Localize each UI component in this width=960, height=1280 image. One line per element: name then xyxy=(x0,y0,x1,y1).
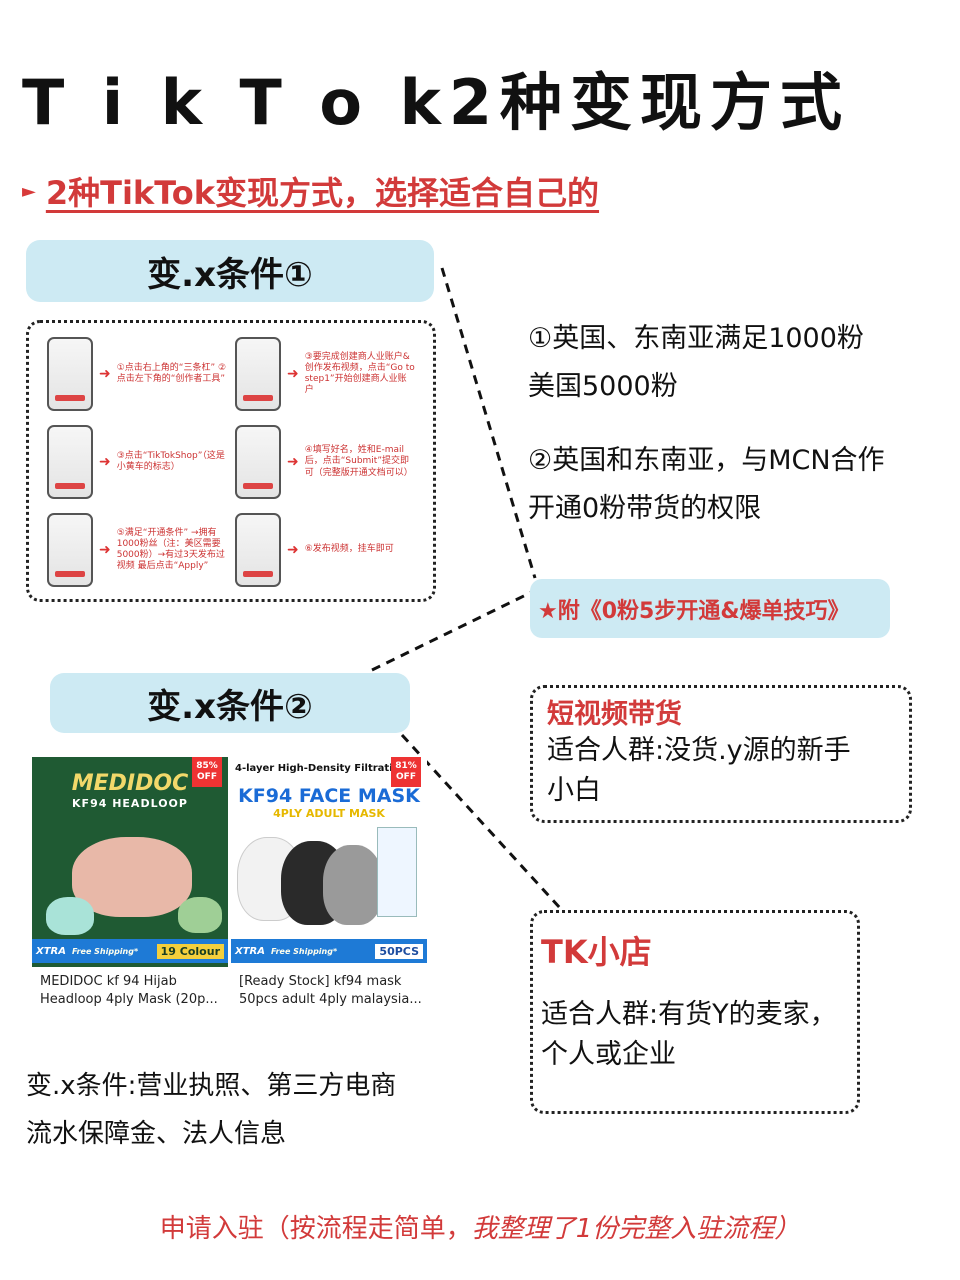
arrow-right-icon: ➜ xyxy=(287,454,299,470)
bonus-banner: ★附《0粉5步开通&爆单技巧》 xyxy=(530,579,890,638)
mask-shape xyxy=(178,897,222,933)
footer-part1: 申请入驻（按流程走简单， xyxy=(159,1214,472,1244)
phone-screenshot-icon xyxy=(235,337,281,411)
step-text: ⑥发布视频，挂车即可 xyxy=(304,544,394,555)
product-caption-line2: 50pcs adult 4ply malaysia... xyxy=(239,992,422,1007)
product-brand: MEDIDOC xyxy=(71,771,189,796)
step-item: ➜ ④填写好名，姓和E-mail后，点击“Submit”提交即可（完整版开通文档… xyxy=(235,425,415,499)
step-text: ③要完成创建商人业账户&创作发布视频，点击“Go to step1”开始创建商人… xyxy=(304,351,415,396)
product-image: 4-layer High-Density Filtratio KF94 FACE… xyxy=(231,757,427,967)
step-text: ③点击“TikTokShop”（这是小黄车的标志） xyxy=(116,450,225,472)
tk-shop-box: TK小店 适合人群:有货Y的麦家， 个人或企业 xyxy=(530,910,860,1114)
short-video-title: 短视频带货 xyxy=(547,699,682,730)
arrow-right-icon: ➜ xyxy=(99,366,111,382)
phone-screenshot-icon xyxy=(47,337,93,411)
phone-screenshot-icon xyxy=(235,513,281,587)
tk-shop-title: TK小店 xyxy=(541,933,652,971)
condition-2-requirements: 变.x条件:营业执照、第三方电商 流水保障金、法人信息 xyxy=(26,1071,397,1149)
product-image: MEDIDOC KF94 HEADLOOP 85% OFF XTRA Free … xyxy=(32,757,228,967)
mask-shape xyxy=(46,897,94,935)
promo-extra: 19 Colour xyxy=(156,943,224,959)
product-caption-line1: MEDIDOC kf 94 Hijab xyxy=(40,974,177,989)
condition-1-text-b: ②英国和东南亚，与MCN合作 开通0粉带货的权限 xyxy=(528,445,885,524)
footer-part2: 我整理了1份完整入驻流程） xyxy=(471,1214,801,1244)
connector-line-1 xyxy=(440,267,537,579)
step-item: ➜ ③要完成创建商人业账户&创作发布视频，点击“Go to step1”开始创建… xyxy=(235,337,415,411)
product-caption-line2: Headloop 4ply Mask (20p... xyxy=(40,992,218,1007)
step-item: ➜ ③点击“TikTokShop”（这是小黄车的标志） xyxy=(47,425,227,499)
mask-package xyxy=(377,827,417,917)
promo-band: XTRA Free Shipping* 50PCS xyxy=(231,939,427,963)
step-text: ①点击右上角的“三条杠” ②点击左下角的“创作者工具” xyxy=(116,362,227,384)
step-item: ➜ ⑤满足“开通条件” →拥有1000粉丝（注：美区需要5000粉）→有过3天发… xyxy=(47,513,227,587)
product-topline: 4-layer High-Density Filtratio xyxy=(235,763,400,774)
mask-shape xyxy=(72,837,192,917)
product-brand: KF94 FACE MASK xyxy=(238,785,420,807)
condition-1-text-a: ①英国、东南亚满足1000粉 美国5000粉 xyxy=(528,323,864,402)
product-card: MEDIDOC KF94 HEADLOOP 85% OFF XTRA Free … xyxy=(32,757,228,1022)
condition-2-pill: 变.x条件② xyxy=(50,673,410,733)
step-text: ④填写好名，姓和E-mail后，点击“Submit”提交即可（完整版开通文档可以… xyxy=(304,445,413,478)
discount-badge: 81% OFF xyxy=(391,757,421,787)
footer-note: 申请入驻（按流程走简单，我整理了1份完整入驻流程） xyxy=(0,1208,960,1245)
promo-extra: 50PCS xyxy=(375,943,423,959)
steps-screenshot-box: ➜ ①点击右上角的“三条杠” ②点击左下角的“创作者工具” ➜ ③要完成创建商人… xyxy=(26,320,436,602)
subtitle-text: 2种TikTok变现方式，选择适合自己的 xyxy=(45,174,600,212)
mask-shape xyxy=(323,845,383,925)
free-shipping-label: Free Shipping* xyxy=(270,946,338,956)
phone-screenshot-icon xyxy=(235,425,281,499)
short-video-box: 短视频带货 适合人群:没货.y源的新手 小白 xyxy=(530,685,912,823)
phone-screenshot-icon xyxy=(47,513,93,587)
product-caption-line1: [Ready Stock] kf94 mask xyxy=(239,974,402,989)
discount-badge: 85% OFF xyxy=(192,757,222,787)
short-video-body: 适合人群:没货.y源的新手 小白 xyxy=(547,735,851,806)
free-shipping-label: Free Shipping* xyxy=(71,946,139,956)
step-item: ➜ ⑥发布视频，挂车即可 xyxy=(235,513,415,587)
tk-shop-body: 适合人群:有货Y的麦家， 个人或企业 xyxy=(541,999,837,1070)
xtra-label: XTRA xyxy=(36,945,66,957)
condition-1-pill: 变.x条件① xyxy=(26,240,434,302)
promo-band: XTRA Free Shipping* 19 Colour xyxy=(32,939,228,963)
xtra-label: XTRA xyxy=(235,945,265,957)
connector-line-2 xyxy=(371,590,533,672)
step-text: ⑤满足“开通条件” →拥有1000粉丝（注：美区需要5000粉）→有过3天发布过… xyxy=(116,527,225,572)
product-card: 4-layer High-Density Filtratio KF94 FACE… xyxy=(231,757,427,1022)
arrow-right-icon: ➜ xyxy=(287,366,299,382)
step-item: ➜ ①点击右上角的“三条杠” ②点击左下角的“创作者工具” xyxy=(47,337,227,411)
product-subbrand: KF94 HEADLOOP xyxy=(72,797,188,810)
arrow-right-icon: ➜ xyxy=(99,542,111,558)
connector-line-3 xyxy=(400,733,562,910)
triangle-bullet-icon: ► xyxy=(22,180,36,202)
product-subbrand: 4PLY ADULT MASK xyxy=(273,807,385,820)
subtitle: ► 2种TikTok变现方式，选择适合自己的 xyxy=(22,168,599,214)
arrow-right-icon: ➜ xyxy=(99,454,111,470)
phone-screenshot-icon xyxy=(47,425,93,499)
arrow-right-icon: ➜ xyxy=(287,542,299,558)
page-title: T i k T o k2种变现方式 xyxy=(22,66,850,139)
